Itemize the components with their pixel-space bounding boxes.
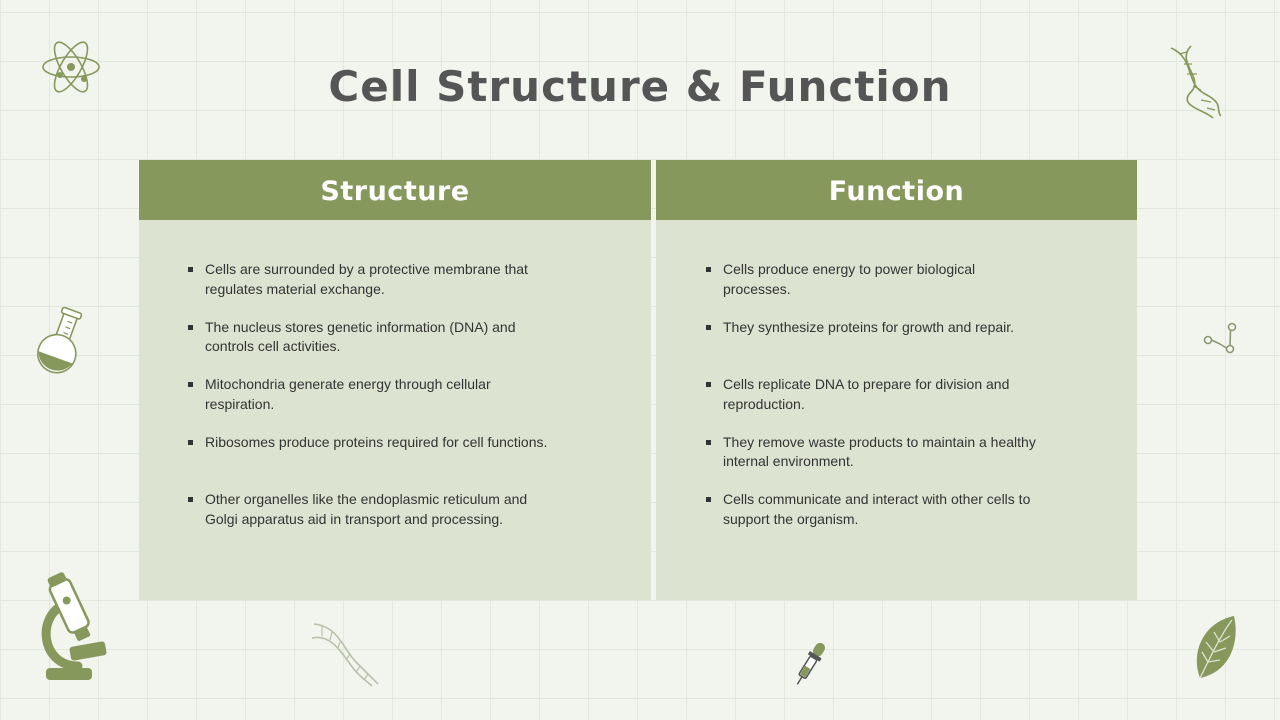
function-heading: Function	[828, 175, 965, 207]
dropper-icon	[796, 642, 826, 685]
bullet-icon	[188, 267, 193, 272]
microscope-icon	[41, 572, 107, 680]
list-item-text: Other organelles like the endoplasmic re…	[205, 491, 528, 527]
dna-icon	[311, 623, 379, 687]
list-item-text: Cells produce energy to power biological…	[723, 261, 976, 297]
list-item: Other organelles like the endoplasmic re…	[188, 490, 558, 548]
molecule-icon	[1203, 322, 1237, 354]
list-item: Cells communicate and interact with othe…	[706, 490, 1036, 548]
structure-list: Cells are surrounded by a protective mem…	[188, 260, 558, 548]
list-item-text: Ribosomes produce proteins required for …	[205, 433, 548, 450]
structure-heading: Structure	[320, 175, 470, 207]
list-item: Cells produce energy to power biological…	[706, 260, 1036, 318]
bullet-icon	[188, 497, 193, 502]
atom-icon	[42, 41, 100, 93]
bullet-icon	[706, 324, 711, 330]
structure-header: Structure	[139, 160, 651, 220]
bullet-icon	[706, 439, 711, 445]
slide-title: Cell Structure & Function	[328, 62, 952, 111]
list-item-text: The nucleus stores genetic information (…	[205, 318, 516, 355]
bullet-icon	[188, 439, 193, 445]
list-item-text: They synthesize proteins for growth and …	[723, 318, 1015, 335]
structure-panel: Structure Cells are surrounded by a prot…	[139, 160, 651, 600]
list-item: They synthesize proteins for growth and …	[706, 318, 1036, 376]
list-item-text: They remove waste products to maintain a…	[723, 433, 1036, 470]
list-item: They remove waste products to maintain a…	[706, 433, 1036, 491]
list-item: Ribosomes produce proteins required for …	[188, 433, 558, 491]
list-item-text: Cells are surrounded by a protective mem…	[205, 261, 528, 297]
function-header: Function	[656, 160, 1137, 220]
function-panel: Function Cells produce energy to power b…	[656, 160, 1137, 600]
function-list: Cells produce energy to power biological…	[706, 260, 1036, 548]
bullet-icon	[706, 382, 711, 387]
flask-icon	[37, 306, 83, 374]
bullet-icon	[188, 382, 193, 387]
list-item: Mitochondria generate energy through cel…	[188, 375, 558, 433]
bullet-icon	[706, 497, 711, 502]
list-item-text: Mitochondria generate energy through cel…	[205, 376, 491, 412]
bullet-icon	[188, 324, 193, 330]
list-item: Cells are surrounded by a protective mem…	[188, 260, 558, 318]
dna-icon	[1170, 45, 1222, 119]
leaf-icon	[1196, 616, 1236, 679]
bullet-icon	[706, 267, 711, 272]
list-item: Cells replicate DNA to prepare for divis…	[706, 375, 1036, 433]
list-item: The nucleus stores genetic information (…	[188, 318, 558, 376]
list-item-text: Cells communicate and interact with othe…	[723, 491, 1031, 527]
list-item-text: Cells replicate DNA to prepare for divis…	[723, 376, 1010, 412]
